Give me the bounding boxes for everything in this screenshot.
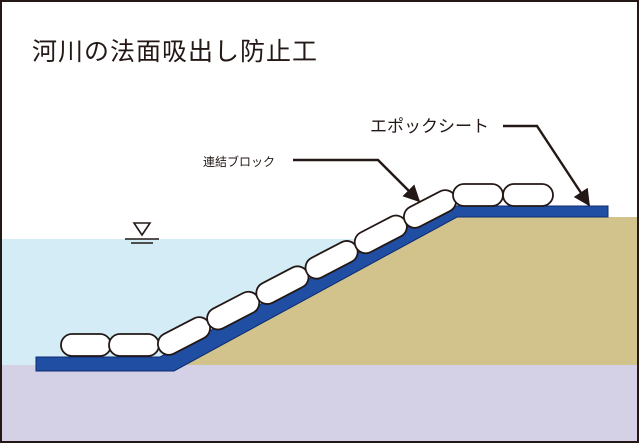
connected-block-leader	[293, 158, 421, 203]
bedrock-layer	[2, 365, 637, 441]
connected-block	[108, 333, 160, 357]
page-title: 河川の法面吸出し防止工	[32, 37, 319, 66]
epoxy-sheet-leader	[503, 124, 591, 207]
water-level-triangle-icon	[125, 222, 159, 244]
connected-block-label: 連結ブロック	[203, 155, 276, 169]
connected-block-chain	[60, 183, 554, 357]
connected-block	[452, 183, 504, 207]
connected-block	[60, 333, 112, 357]
soil-bank	[174, 217, 637, 365]
epoxy-sheet-label: エポックシート	[370, 117, 489, 137]
connected-block	[502, 183, 554, 207]
